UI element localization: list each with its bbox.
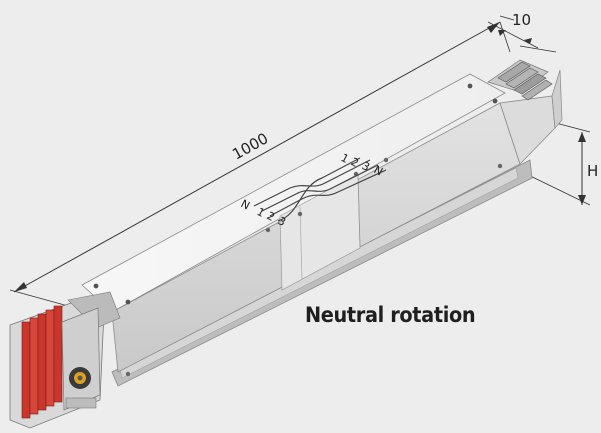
height-label: H bbox=[587, 162, 598, 180]
busbar-housing bbox=[81, 69, 563, 387]
length-label: 1000 bbox=[229, 129, 271, 163]
right-end-contacts bbox=[487, 59, 553, 101]
width-label: 10 bbox=[512, 11, 531, 29]
diagram-caption: Neutral rotation bbox=[305, 303, 476, 327]
width-dimension: 10 bbox=[487, 11, 557, 53]
phase-rotation-lines bbox=[253, 157, 387, 222]
left-end-joint bbox=[9, 291, 121, 429]
red-insulator-stack bbox=[21, 305, 63, 419]
